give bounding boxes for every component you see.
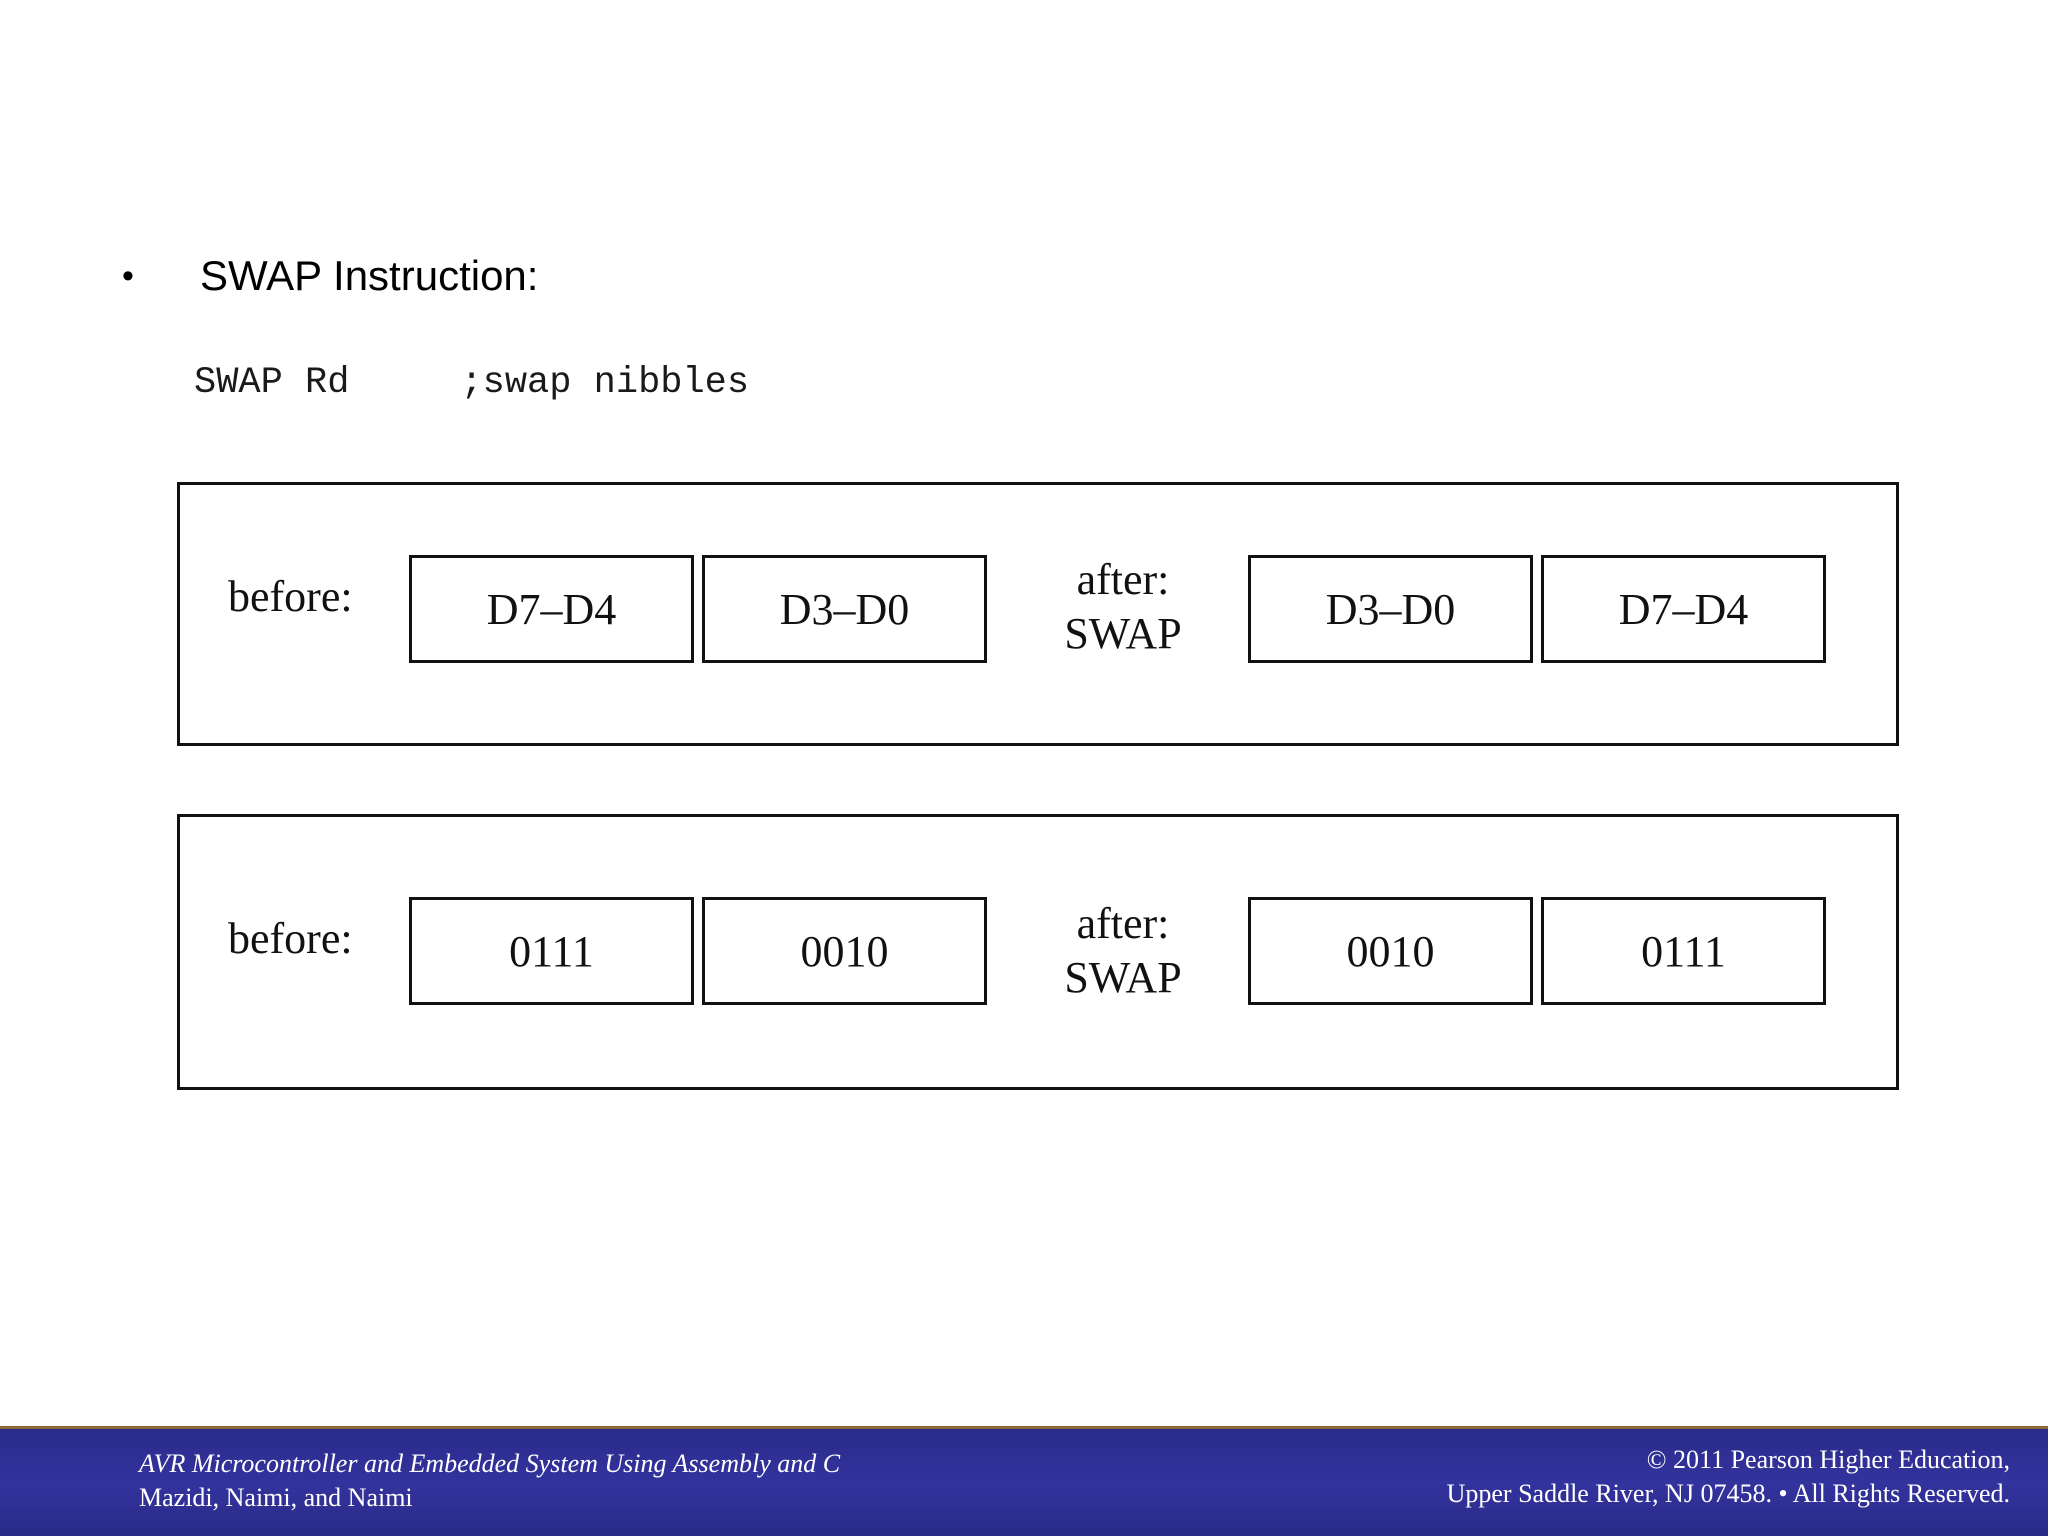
after-high-nibble: D3–D0 [1248, 555, 1533, 663]
code-syntax: SWAP Rd ;swap nibbles [194, 362, 750, 404]
copyright-line-1: © 2011 Pearson Higher Education, [1646, 1445, 2010, 1474]
after-swap-label: after: SWAP [1053, 553, 1193, 661]
footer-copyright: © 2011 Pearson Higher Education, Upper S… [1447, 1443, 2010, 1511]
before-label: before: [228, 914, 353, 963]
book-title: AVR Microcontroller and Embedded System … [139, 1449, 841, 1478]
before-high-nibble: 0111 [409, 897, 694, 1005]
book-authors: Mazidi, Naimi, and Naimi [139, 1483, 413, 1512]
before-low-nibble: D3–D0 [702, 555, 987, 663]
footer-book-info: AVR Microcontroller and Embedded System … [139, 1447, 840, 1515]
bullet-heading: • SWAP Instruction: [122, 252, 538, 300]
swap-symbolic-diagram: before: D7–D4 D3–D0 after: SWAP D3–D0 D7… [177, 482, 1899, 746]
swap-example-diagram: before: 0111 0010 after: SWAP 0010 0111 [177, 814, 1899, 1090]
before-label: before: [228, 572, 353, 621]
after-label: after: [1076, 899, 1170, 948]
after-low-nibble: 0111 [1541, 897, 1826, 1005]
before-high-nibble: D7–D4 [409, 555, 694, 663]
after-label: after: [1076, 555, 1170, 604]
copyright-line-2: Upper Saddle River, NJ 07458. • All Righ… [1446, 1479, 2010, 1508]
swap-label: SWAP [1064, 609, 1182, 658]
swap-label: SWAP [1064, 953, 1182, 1002]
footer-bar: AVR Microcontroller and Embedded System … [0, 1426, 2048, 1536]
bullet-symbol: • [122, 257, 134, 295]
bullet-text: SWAP Instruction: [200, 252, 539, 299]
after-high-nibble: 0010 [1248, 897, 1533, 1005]
before-low-nibble: 0010 [702, 897, 987, 1005]
after-low-nibble: D7–D4 [1541, 555, 1826, 663]
after-swap-label: after: SWAP [1053, 897, 1193, 1005]
